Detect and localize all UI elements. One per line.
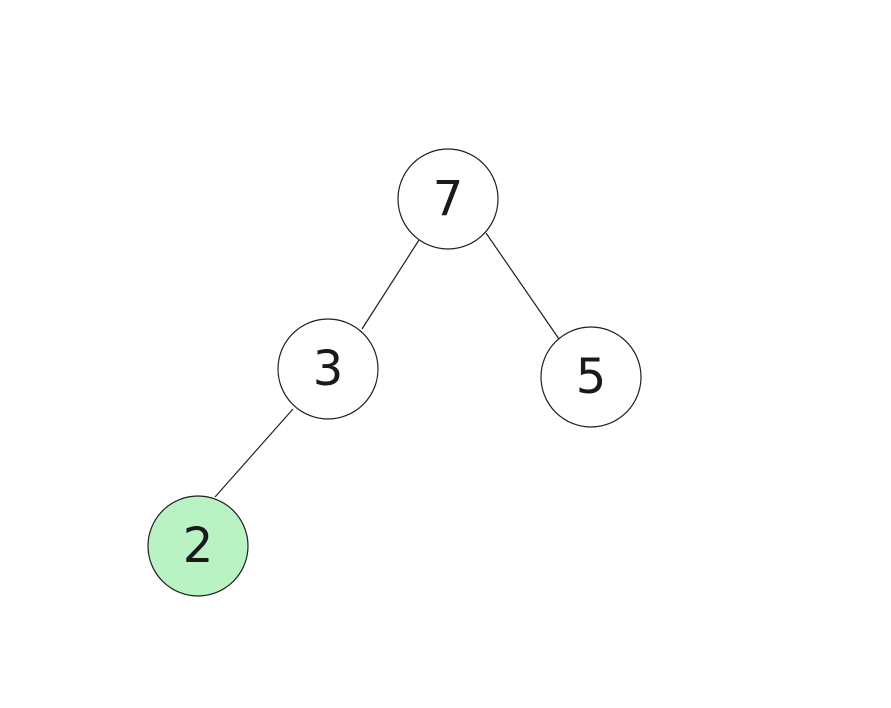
edge-7-3 (361, 239, 420, 330)
tree-node-7: 7 (397, 148, 499, 250)
node-label-7: 7 (433, 171, 464, 227)
tree-node-5: 5 (540, 326, 642, 428)
tree-node-3: 3 (277, 318, 379, 420)
node-label-3: 3 (313, 341, 344, 397)
node-circle-7 (397, 148, 499, 250)
node-label-5: 5 (576, 349, 607, 405)
node-label-2: 2 (183, 518, 214, 574)
edge-3-2 (214, 408, 294, 498)
node-circle-2 (147, 495, 249, 597)
node-circle-5 (540, 326, 642, 428)
edge-7-5 (485, 232, 560, 340)
node-circle-3 (277, 318, 379, 420)
edges-layer (214, 232, 560, 498)
tree-node-2: 2 (147, 495, 249, 597)
